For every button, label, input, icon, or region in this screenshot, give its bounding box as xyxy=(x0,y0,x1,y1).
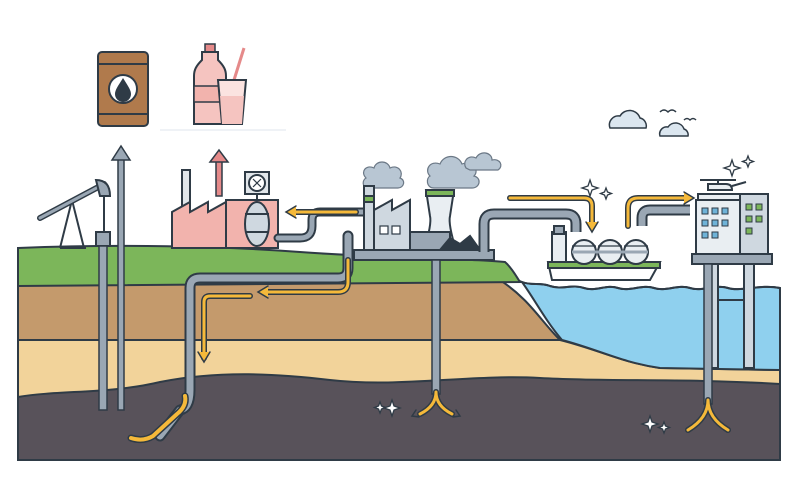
pumpjack-icon xyxy=(37,178,112,249)
well-pipe xyxy=(703,263,713,405)
helicopter-icon xyxy=(700,179,747,191)
well-pipe xyxy=(98,245,108,411)
cloud-icon xyxy=(608,109,648,129)
power-plant-icon xyxy=(353,152,502,261)
oil-barrel-icon xyxy=(97,51,149,127)
refinery-icon xyxy=(171,169,279,249)
drinking-glass-icon xyxy=(216,47,248,125)
sky-decor xyxy=(372,109,756,435)
drill-bit-icon xyxy=(410,389,462,418)
cloud-icon xyxy=(658,122,689,137)
bird-icon xyxy=(659,109,697,122)
lng-tanker-icon xyxy=(546,225,662,281)
oil-drop-icon xyxy=(115,78,131,102)
well-pipe xyxy=(431,259,441,395)
up-arrow-icon xyxy=(110,144,132,411)
up-arrow-icon xyxy=(208,148,230,197)
pipe-network xyxy=(478,204,690,252)
drill-bit-icon xyxy=(685,397,731,433)
sea-wave xyxy=(521,281,781,291)
offshore-platform-icon xyxy=(691,179,773,369)
flow-arrows xyxy=(197,191,696,364)
sparkle-icon xyxy=(372,154,756,435)
smoke-icon xyxy=(362,152,502,189)
